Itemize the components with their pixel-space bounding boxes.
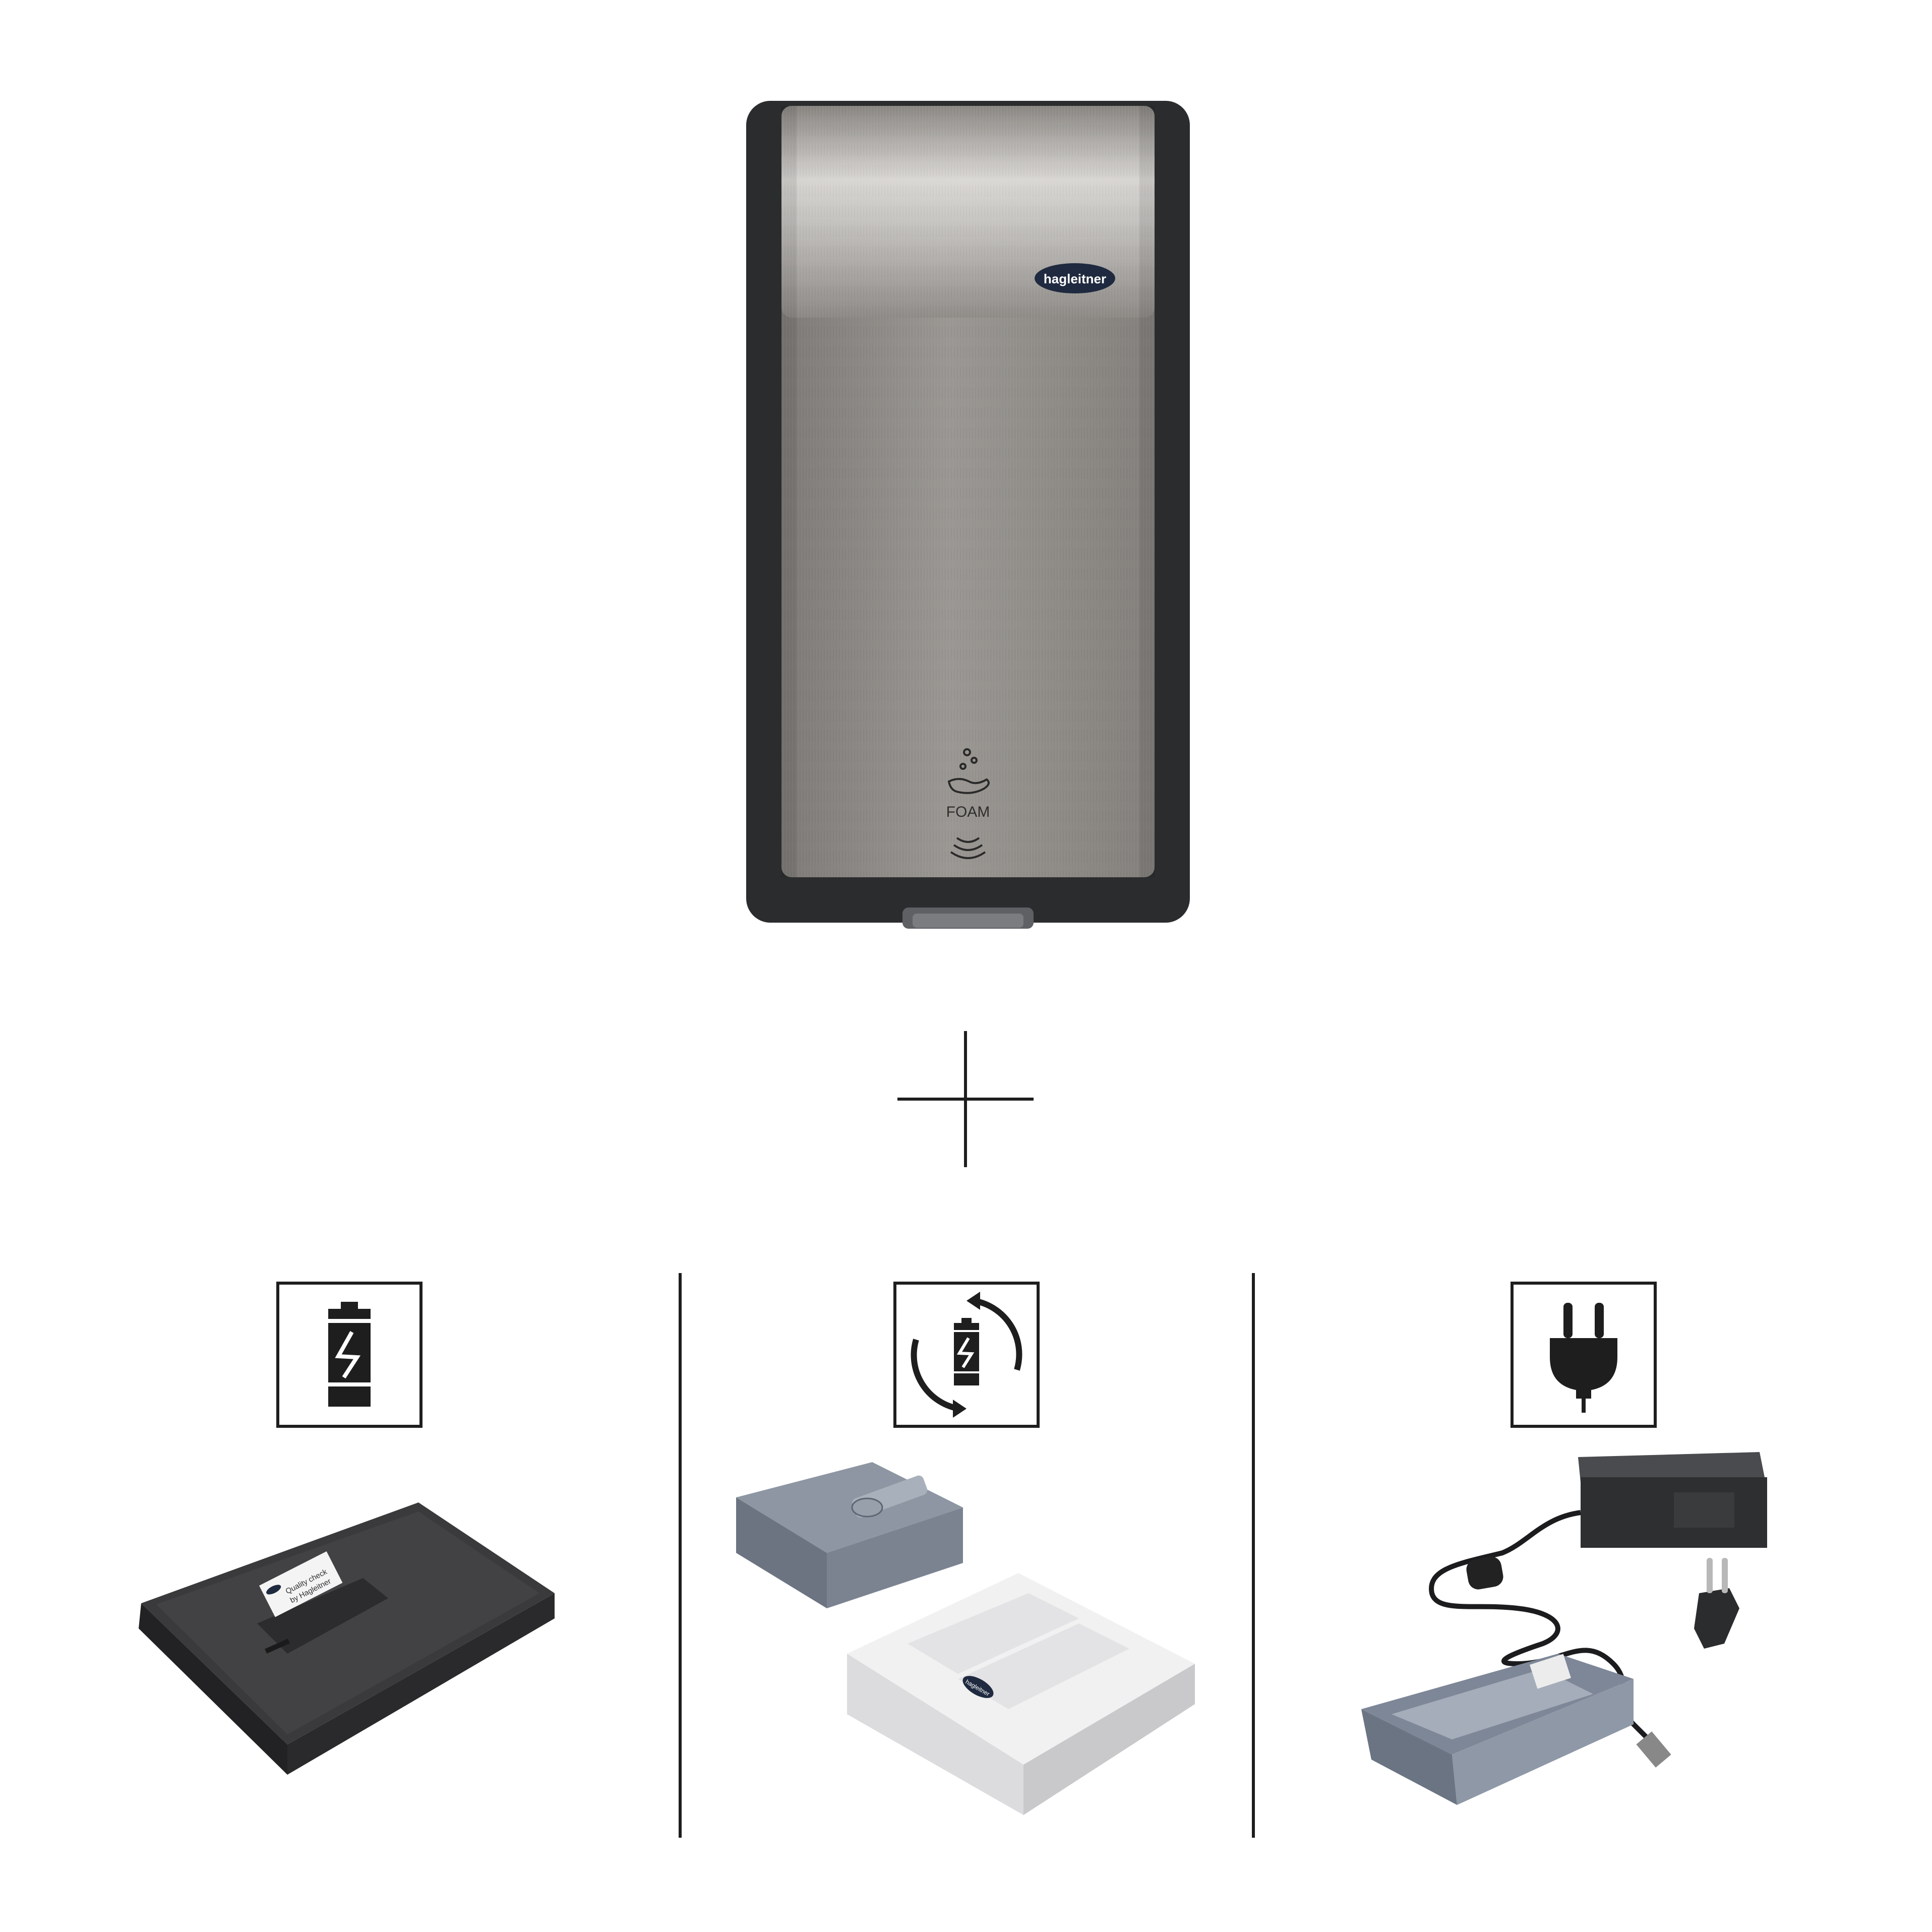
sensor-icon <box>950 837 986 859</box>
plus-sign <box>897 1031 1034 1167</box>
foam-label: FOAM <box>946 804 990 820</box>
foam-dispenser: hagleitner FOAM <box>746 101 1190 933</box>
rechargeable-set: hagleitner <box>726 1452 1210 1845</box>
power-plug-icon <box>1550 1303 1617 1413</box>
brand-logo-text: hagleitner <box>1044 271 1106 286</box>
hagleitner-logo <box>1035 263 1115 293</box>
battery-pack: Quality check by Hagleitner <box>126 1492 570 1785</box>
power-cable <box>1429 1510 1656 1746</box>
divider-left <box>679 1273 682 1838</box>
power-supply-set <box>1351 1442 1795 1825</box>
battery-icon <box>328 1302 371 1407</box>
divider-right <box>1252 1273 1255 1838</box>
option-battery <box>276 1282 422 1428</box>
hand-foam-icon <box>947 748 990 794</box>
rechargeable-battery <box>736 1462 963 1608</box>
battery-charger: hagleitner <box>847 1573 1195 1815</box>
quality-sticker <box>259 1551 343 1617</box>
ac-adapter <box>1578 1452 1767 1548</box>
charging-cradle <box>1361 1654 1634 1805</box>
option-mains <box>1511 1282 1657 1428</box>
rechargeable-battery-icon <box>911 1292 1022 1418</box>
eu-plug-adapter <box>1694 1558 1739 1649</box>
option-rechargeable <box>893 1282 1040 1428</box>
